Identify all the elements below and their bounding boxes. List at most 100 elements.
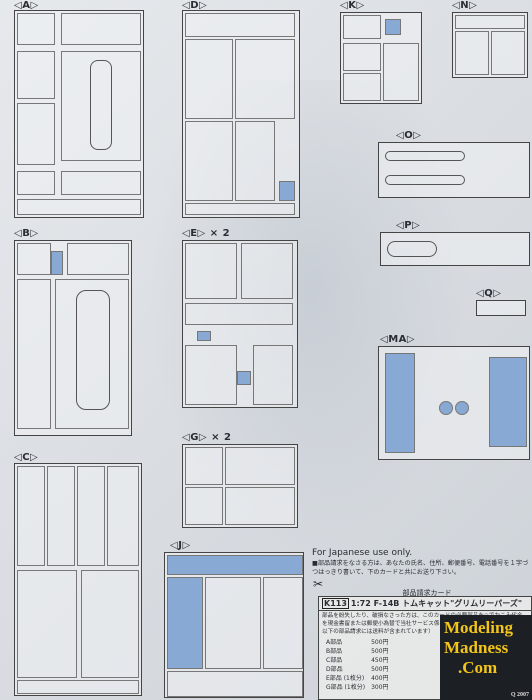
sprue-j-cell [205,577,261,669]
sprue-a-cell [61,171,141,195]
sprue-d-cell [185,203,295,215]
sprue-k-cell [343,15,381,39]
sprue-b [14,240,132,436]
sprue-e-cell [185,303,293,325]
sprue-g-cell [225,447,295,485]
part-price: 500円 [371,666,389,673]
sprue-a-cell [17,51,55,99]
part-price: 300円 [371,684,389,691]
card-title: 部品請求カード [402,589,452,597]
sprue-a-cell [17,13,55,45]
part-name: G部品 (1枚分) [326,684,366,691]
part-name: E部品 (1枚分) [326,675,365,682]
parts-request-section: For Japanese use only. ■部品請求をなさる方は、あなたの氏… [312,548,530,577]
part-price: 500円 [371,639,389,646]
part-name: A部品 [326,639,343,646]
table-row: C部品 450円 [323,655,392,664]
scissors-icon: ✂ [313,577,324,591]
sprue-b-cell [55,279,129,429]
sprue-ma [378,346,530,460]
frame-label-d: ◁D▷ [182,0,208,11]
frame-g-letter: G [190,432,199,443]
card-text: 部品を紛失したり、破損なさった方は、このカードの必要部品を○でかこみ代金を現金書… [322,613,526,635]
frame-e-letter: E [190,228,198,239]
sprue-d-cell [235,121,275,201]
modeling-madness-logo: Modeling Madness .Com Q 2007 [440,615,532,700]
sprue-b-cell [17,243,51,275]
frame-label-ma: ◁MA▷ [380,334,416,345]
frame-label-j: ◁J▷ [170,540,191,551]
parts-price-table: A部品 500円 B部品 500円 C部品 450円 D部品 500円 E部品 (1枚分… [323,637,392,691]
fuselage-upper-part [90,60,112,150]
frame-label-g: ◁G▷ × 2 [182,432,232,443]
sprue-a-cell [61,51,141,161]
sprue-n-cell [455,15,525,29]
part-name: C部品 [326,657,343,664]
sprue-c-cell [47,466,75,566]
sprue-a [14,10,144,218]
frame-label-o: ◁O▷ [396,130,422,141]
part-price: 500円 [371,648,389,655]
sprue-k-cell [343,43,381,71]
sprue-d-cell [185,121,233,201]
missile-part [387,241,437,257]
sprue-d-cell [185,39,233,119]
table-row: A部品 500円 [323,637,392,646]
frame-label-b: ◁B▷ [14,228,39,239]
sprue-k-clear-part [385,19,401,35]
frame-d-letter: D [190,0,200,11]
frame-label-e: ◁E▷ × 2 [182,228,231,239]
sprue-c-cell [81,570,139,678]
frame-label-a: ◁A▷ [14,0,39,11]
sprue-c-cell [17,466,45,566]
sprue-a-cell [17,171,55,195]
logo-line-2: Madness [444,638,509,657]
table-row: E部品 (1枚分)400円 [323,673,392,682]
fuel-tank-part [385,151,465,161]
sprue-e-cell [241,243,293,299]
part-name: D部品 [326,666,343,673]
sprue-b-cell [17,279,51,429]
sprue-ma-wheel-part [455,401,469,415]
part-name: B部品 [326,648,343,655]
frame-label-q: ◁Q▷ [476,288,502,299]
sprue-g-cell [185,487,223,525]
frame-label-c: ◁C▷ [14,452,39,463]
frame-q-letter: Q [484,288,494,299]
table-row: B部品 500円 [323,646,392,655]
table-row: G部品 (1枚分) 300円 [323,682,392,691]
sprue-j-cell [167,671,303,697]
sprue-j-cell [263,577,303,669]
sprue-e-cell [185,243,237,299]
sprue-k [340,12,422,104]
request-instructions: ■部品請求をなさる方は、あなたの氏名、住所、郵便番号、電話番号を１字づつはっきり… [312,560,529,576]
sprue-ma-wheel-part [439,401,453,415]
sprue-o [378,142,530,198]
sprue-g-cell [225,487,295,525]
fuel-tank-part [385,175,465,185]
fuselage-lower-part [76,290,110,410]
sprue-d-cell [235,39,295,119]
sprue-g-cell [185,447,223,485]
frame-g-multiplier: × 2 [211,432,232,443]
sprue-d [182,10,300,218]
sprue-e-clear-part [197,331,211,341]
sprue-d-clear-part [279,181,295,201]
sprue-n-cell [491,31,525,75]
sprue-e-clear-part [237,371,251,385]
frame-n-letter: N [460,0,470,11]
sprue-e-cell [185,345,237,405]
card-title-text: 1:72 F-14B トムキャット"グリムリーパーズ" [350,599,522,608]
sprue-a-cell [61,13,141,45]
sprue-ma-clear-part [489,357,527,447]
frame-label-n: ◁N▷ [452,0,478,11]
frame-p-letter: P [404,220,413,231]
sprue-c-cell [17,680,139,694]
frame-a-letter: A [22,0,31,11]
table-row: D部品 500円 [323,664,392,673]
sprue-j-clear-strip [167,555,303,575]
part-price: 450円 [371,657,389,664]
sprue-g [182,444,298,528]
